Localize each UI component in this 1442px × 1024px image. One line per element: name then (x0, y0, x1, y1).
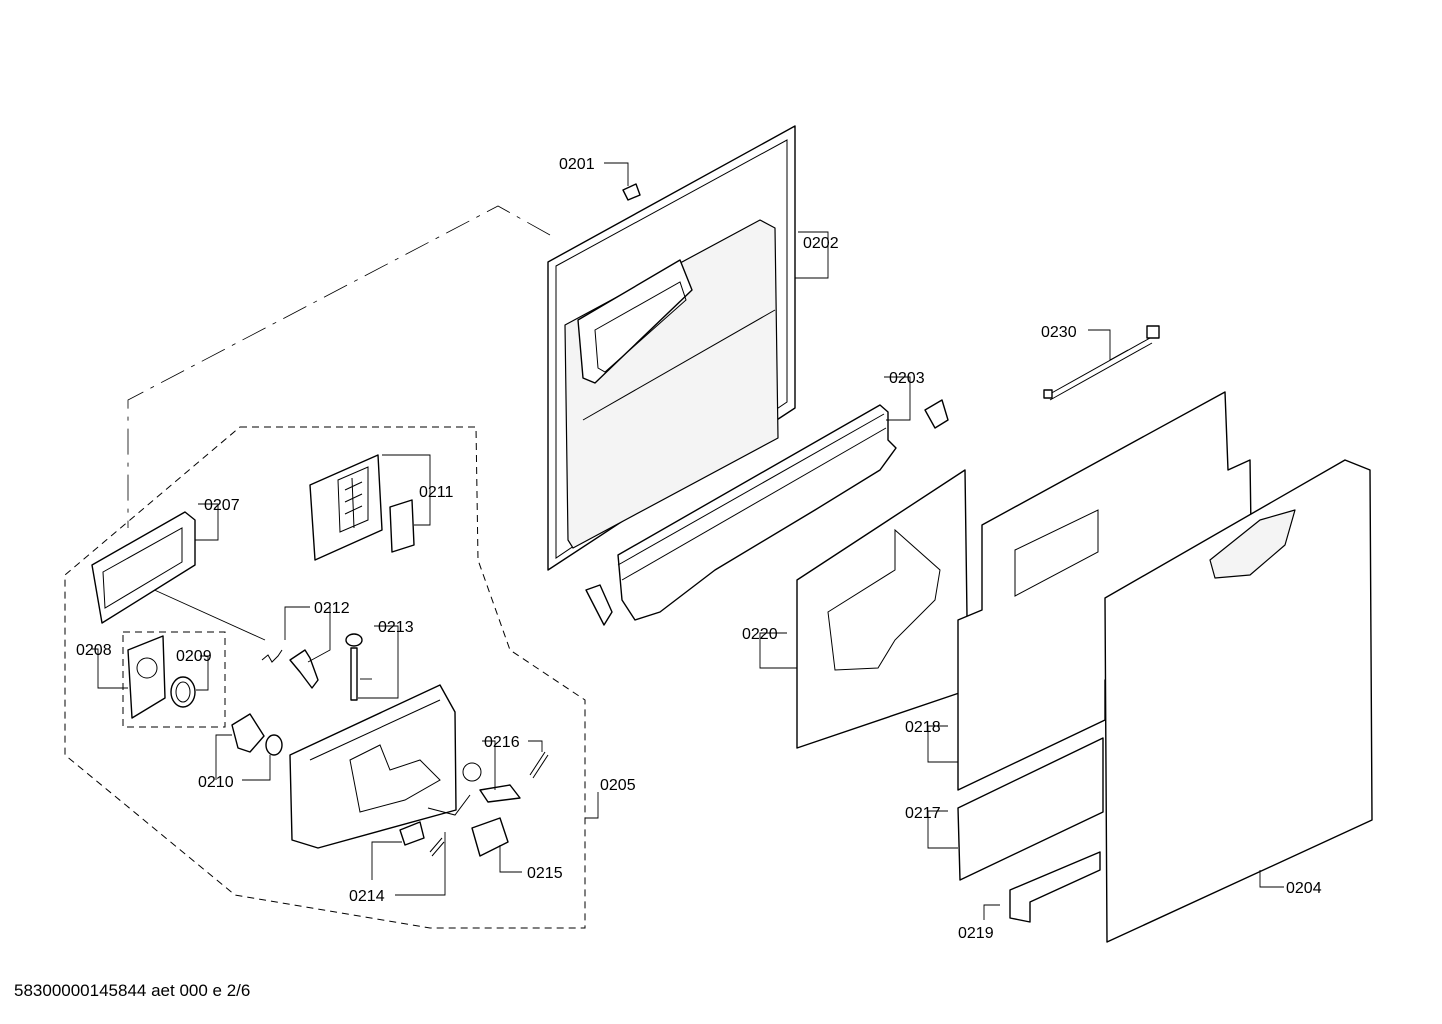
part-0208-cover (127, 635, 166, 719)
label-0207: 0207 (204, 497, 240, 514)
part-0218-panel (957, 391, 1253, 791)
projection-line (127, 205, 551, 641)
part-0215-switch (471, 817, 509, 857)
label-0203: 0203 (889, 370, 925, 387)
part-0204-outer-door (1104, 459, 1373, 943)
label-0215: 0215 (527, 865, 563, 882)
part-0217-panel (957, 737, 1104, 881)
part-0214-spring (399, 794, 471, 857)
part-0212-spring (261, 649, 319, 689)
drawing-reference-footer: 58300000145844 aet 000 e 2/6 (14, 981, 251, 1000)
label-0214: 0214 (349, 888, 385, 905)
label-0218: 0218 (905, 719, 941, 736)
label-0212: 0212 (314, 600, 350, 617)
label-0209: 0209 (176, 648, 212, 665)
label-0202: 0202 (803, 235, 839, 252)
part-0203-strip (585, 399, 949, 626)
label-0204: 0204 (1286, 880, 1322, 897)
part-0219-trim (1009, 851, 1101, 923)
part-0202-inner-door (547, 125, 796, 571)
label-0217: 0217 (905, 805, 941, 822)
label-0208: 0208 (76, 642, 112, 659)
label-0205: 0205 (600, 777, 636, 794)
leader-lines (92, 162, 1284, 920)
part-0230-cable (1043, 325, 1160, 401)
label-0230: 0230 (1041, 324, 1077, 341)
part-0207-frame (91, 511, 196, 624)
label-0210: 0210 (198, 774, 234, 791)
assembly-outline-0208 (122, 631, 226, 728)
label-0211: 0211 (419, 484, 454, 501)
label-0220: 0220 (742, 626, 778, 643)
part-0209-ring (170, 676, 196, 708)
part-0216-mechanism (462, 751, 549, 803)
label-0201: 0201 (559, 156, 595, 173)
assembly-outline-0205 (64, 426, 586, 929)
label-0213: 0213 (378, 619, 414, 636)
label-0216: 0216 (484, 734, 520, 751)
label-0219: 0219 (958, 925, 994, 942)
part-labels: 0201 0202 0203 0230 0220 0218 0217 0219 … (76, 156, 1322, 942)
part-0211-filter (309, 454, 415, 561)
part-0220-insulation (796, 469, 969, 749)
part-0213-pin (345, 633, 363, 701)
part-0210-nozzle (231, 713, 283, 756)
part-0205-housing (289, 684, 457, 849)
